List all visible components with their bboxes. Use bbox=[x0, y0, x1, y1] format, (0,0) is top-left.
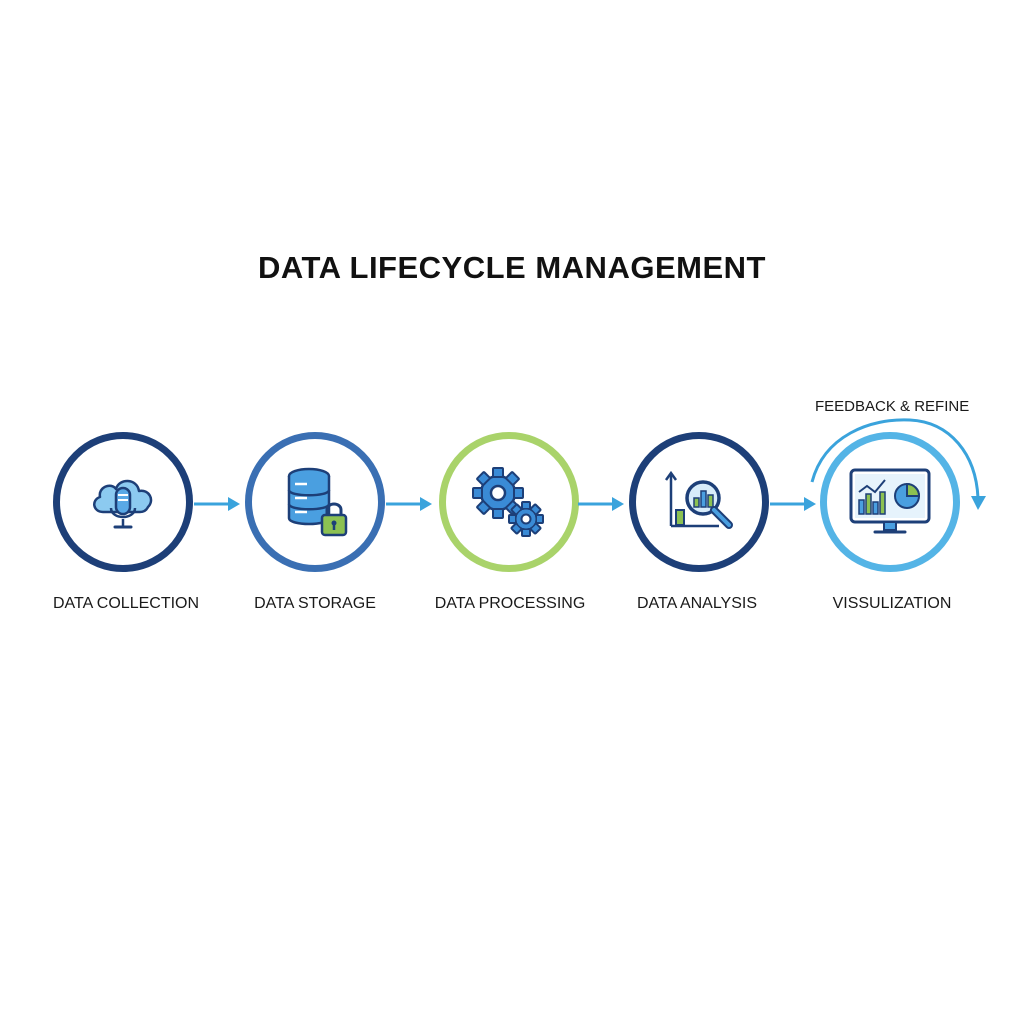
cloud-microphone-icon bbox=[93, 479, 153, 529]
feedback-label: FEEDBACK & REFINE bbox=[815, 398, 970, 415]
stage-data-analysis bbox=[629, 432, 769, 572]
stage-label-data-analysis: DATA ANALYSIS bbox=[636, 595, 758, 612]
gears-icon bbox=[472, 467, 544, 537]
stage-label-data-processing: DATA PROCESSING bbox=[434, 595, 586, 612]
feedback-loop-arrow bbox=[810, 418, 986, 510]
arrow-analysis-to-visualization bbox=[770, 497, 816, 511]
arrow-storage-to-processing bbox=[386, 497, 432, 511]
stage-data-storage bbox=[245, 432, 385, 572]
monitor-dashboard-icon bbox=[849, 468, 931, 534]
diagram-title: DATA LIFECYCLE MANAGEMENT bbox=[258, 250, 766, 285]
arrow-collection-to-storage bbox=[194, 497, 240, 511]
stage-label-data-collection: DATA COLLECTION bbox=[52, 595, 200, 612]
stage-visualization bbox=[820, 432, 960, 572]
arrow-processing-to-analysis bbox=[578, 497, 624, 511]
stage-label-visualization: VISSULIZATION bbox=[832, 595, 952, 612]
stage-label-data-storage: DATA STORAGE bbox=[254, 595, 376, 612]
stage-data-processing bbox=[439, 432, 579, 572]
database-lock-icon bbox=[287, 467, 348, 537]
stage-data-collection bbox=[53, 432, 193, 572]
chart-magnifier-icon bbox=[664, 470, 733, 529]
